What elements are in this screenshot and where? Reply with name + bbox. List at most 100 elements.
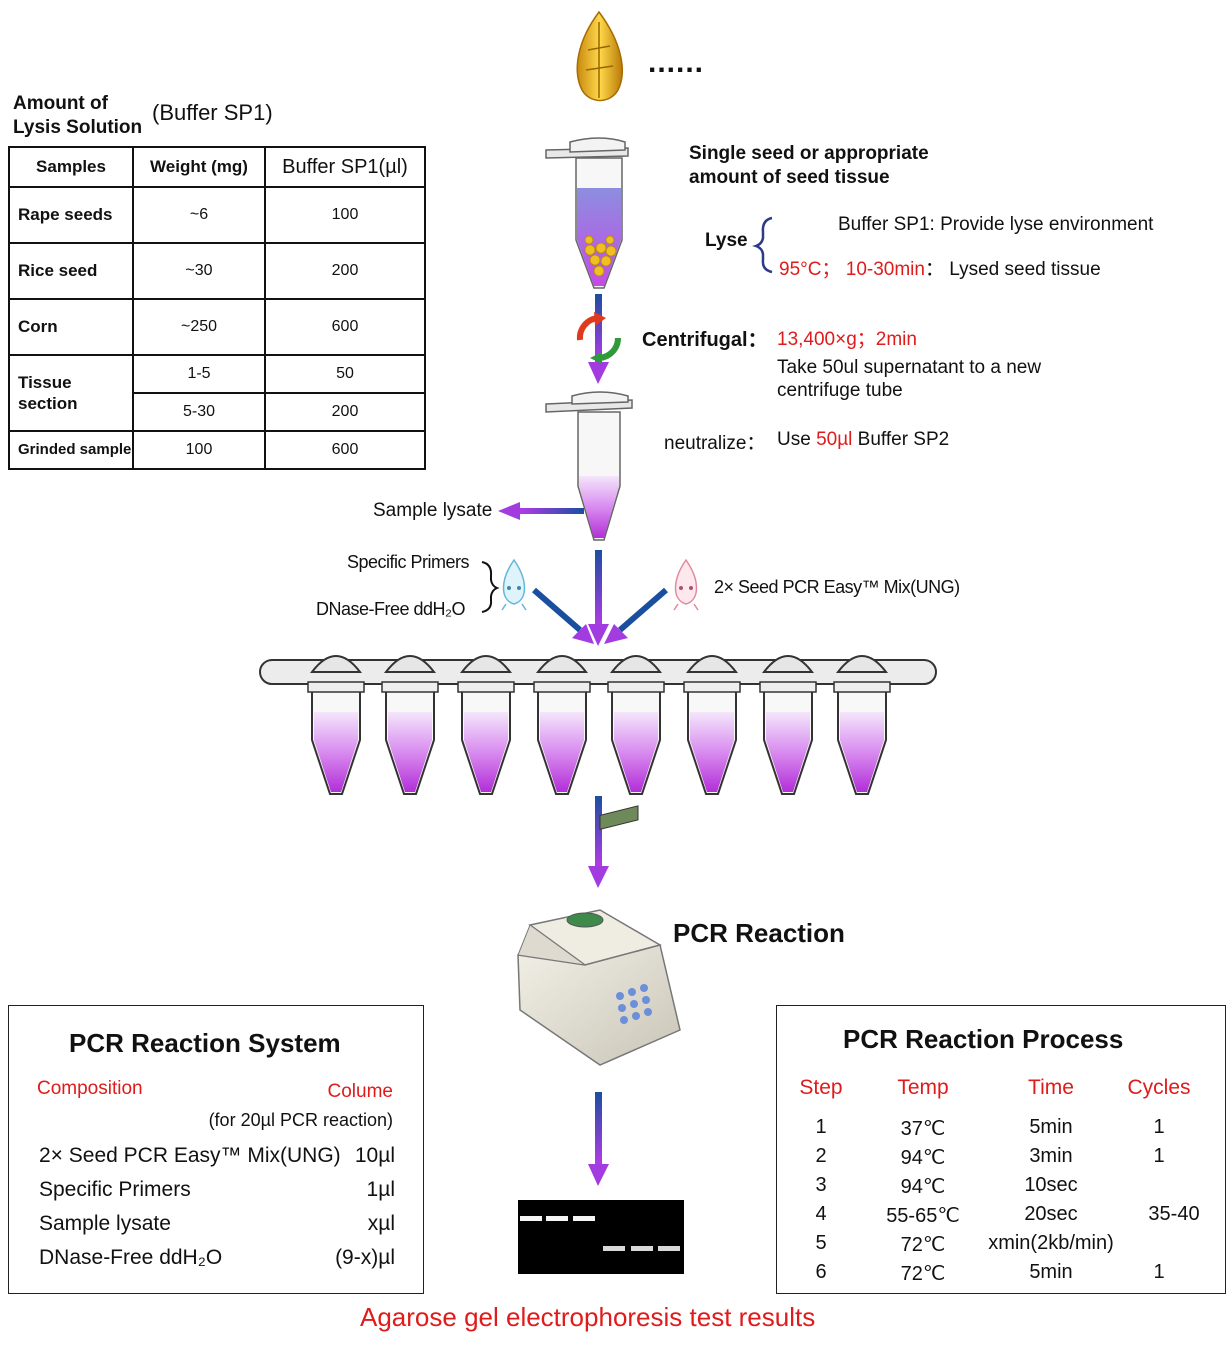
system-component-name: DNase-Free ddH₂O <box>39 1246 223 1269</box>
lyse-time: 10-30min <box>845 259 925 280</box>
sample-name: Grinded sample <box>8 430 134 470</box>
process-column-header: Step <box>799 1076 843 1099</box>
system-component-volume: 1µl <box>366 1178 395 1201</box>
lysis-heading-line2: Lysis Solution <box>13 117 143 138</box>
process-cell-cycles: 35-40 <box>1148 1203 1200 1225</box>
sample-name: Corn <box>8 298 134 356</box>
seed-description: Single seed or appropriate amount of see… <box>689 142 929 190</box>
reaction-note: (for 20µl PCR reaction) <box>208 1110 393 1130</box>
lysis-tube-icon <box>545 137 629 289</box>
gel-image <box>518 1200 684 1274</box>
neutralize-line: Use 50µl Buffer SP2 <box>777 429 949 451</box>
system-component-volume: 10µl <box>354 1144 395 1167</box>
table-row: Rice seed ~30 200 <box>8 242 426 300</box>
process-cell-temp: 72℃ <box>900 1263 946 1285</box>
lysis-heading-line1: Amount of <box>13 93 108 114</box>
sample-buffer: 600 <box>264 430 426 470</box>
system-component-name: Sample lysate <box>39 1212 171 1235</box>
process-cell-temp: 72℃ <box>900 1234 946 1256</box>
ellipsis-dots: ...... <box>648 46 705 79</box>
pcr-tube-strip <box>259 655 937 795</box>
process-cell-time: 3min <box>1029 1145 1073 1167</box>
sample-buffer: 100 <box>264 186 426 244</box>
lysis-heading-buffer: (Buffer SP1) <box>152 100 273 125</box>
column-header-samples: Samples <box>8 146 134 188</box>
centrifuge-icon <box>576 312 621 364</box>
process-cell-time: xmin(2kb/min) <box>988 1232 1114 1254</box>
system-component-name: Specific Primers <box>39 1178 191 1201</box>
process-cell-step: 6 <box>815 1261 827 1283</box>
table-row: Rape seeds ~6 100 <box>8 186 426 244</box>
process-column-header: Cycles <box>1127 1076 1191 1099</box>
pcr-process-panel: PCR Reaction Process Step Temp Time Cycles 1… <box>776 1005 1226 1294</box>
specific-primers-label: Specific Primers <box>347 552 470 572</box>
process-column-header: Time <box>1028 1076 1074 1099</box>
pcr-tube <box>683 655 741 795</box>
sample-buffer: 200 <box>264 242 426 300</box>
sample-buffer: 200 <box>264 392 426 432</box>
neutralize-amount: 50µl <box>816 429 853 450</box>
lyse-condition-line: 95°C； 10-30min： Lysed seed tissue <box>779 254 1101 281</box>
sample-buffer: 50 <box>264 354 426 394</box>
pcr-reaction-label: PCR Reaction <box>673 918 845 948</box>
table-header-row: Samples Weight (mg) Buffer SP1(µl) <box>8 146 426 188</box>
lyse-label: Lyse <box>705 230 748 251</box>
process-cell-cycles: 1 <box>1153 1261 1165 1283</box>
neutralize-label: neutralize： <box>664 433 766 454</box>
sample-name: Rape seeds <box>8 186 134 244</box>
process-cell-temp: 94℃ <box>900 1147 946 1169</box>
neutralize-use: Use <box>777 429 811 450</box>
process-cell-cycles: 1 <box>1153 1116 1165 1138</box>
process-cell-step: 4 <box>815 1203 827 1225</box>
lyse-desc: ： Lysed seed tissue <box>924 259 1101 280</box>
column-header-weight: Weight (mg) <box>132 146 266 188</box>
reagent-brace <box>481 561 500 613</box>
process-cell-temp: 37℃ <box>900 1118 946 1140</box>
process-cell-time: 20sec <box>1024 1203 1078 1225</box>
system-component-volume: (9-x)µl <box>335 1246 395 1269</box>
process-cell-step: 2 <box>815 1145 827 1167</box>
sample-buffer: 600 <box>264 298 426 356</box>
lyse-buffer: Buffer SP1 <box>838 214 930 235</box>
system-component-name: 2× Seed PCR Easy™ Mix(UNG) <box>39 1144 341 1167</box>
sample-weight: ~250 <box>132 298 266 356</box>
process-cell-time: 10sec <box>1024 1174 1078 1196</box>
lysis-heading: Amount of Lysis Solution <box>13 92 142 140</box>
pcr-system-title: PCR Reaction System <box>69 1028 341 1058</box>
centrifugal-line2: centrifuge tube <box>777 380 903 401</box>
table-row: Tissue section 1-5 50 <box>8 354 426 432</box>
lyse-buffer-line: Buffer SP1: Provide lyse environment <box>838 214 1153 236</box>
pcr-tube <box>607 655 665 795</box>
pcr-tube <box>759 655 817 795</box>
pcr-process-title: PCR Reaction Process <box>843 1024 1124 1054</box>
process-column-header: Temp <box>897 1076 949 1099</box>
process-cell-cycles: 1 <box>1153 1145 1165 1167</box>
pcr-tube <box>381 655 439 795</box>
lyse-temp: 95°C； <box>779 259 841 280</box>
neutralize-buffer: Buffer SP2 <box>857 429 950 450</box>
sample-lysate-label: Sample lysate <box>373 500 493 521</box>
sample-name: Tissue section <box>8 354 134 432</box>
column-header-buffer: Buffer SP1(µl) <box>264 146 426 188</box>
process-cell-temp: 94℃ <box>900 1176 946 1198</box>
pcr-tube <box>457 655 515 795</box>
lysis-table: Samples Weight (mg) Buffer SP1(µl) Rape … <box>8 146 426 470</box>
volume-header: Colume <box>327 1081 393 1102</box>
table-row: 5-30 200 <box>9 392 426 432</box>
seed-line2: amount of seed tissue <box>689 167 890 188</box>
table-row: Grinded sample 100 600 <box>8 430 426 470</box>
sample-weight: 5-30 <box>132 392 266 432</box>
centrifugal-instructions: Take 50ul supernatant to a new centrifug… <box>777 356 1041 402</box>
process-cell-step: 1 <box>815 1116 827 1138</box>
table-row: Corn ~250 600 <box>8 298 426 356</box>
centrifugal-label: Centrifugal： <box>642 329 768 351</box>
process-cell-step: 5 <box>815 1232 827 1254</box>
seed-icon <box>576 10 624 102</box>
mix-label: 2× Seed PCR Easy™ Mix(UNG) <box>714 577 960 597</box>
process-cell-temp: 55-65℃ <box>886 1205 960 1227</box>
sample-weight: 1-5 <box>132 354 266 394</box>
pcr-tube <box>833 655 891 795</box>
pcr-machine-icon <box>517 805 681 1066</box>
process-cell-time: 5min <box>1029 1116 1073 1138</box>
